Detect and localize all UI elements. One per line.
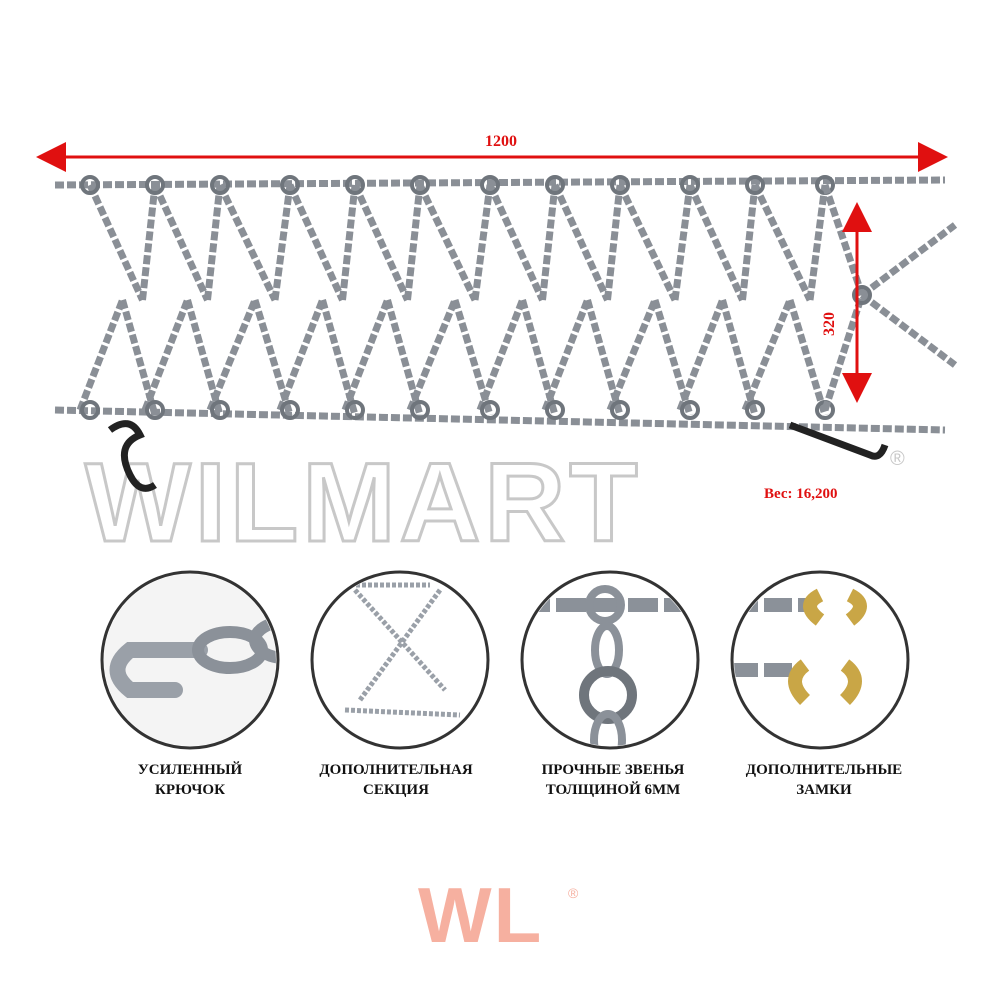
detail-links [524, 574, 696, 746]
chain-ring [680, 400, 700, 420]
length-label: 1200 [485, 133, 517, 150]
chain-segment [541, 298, 591, 412]
logo-registered: ® [568, 885, 579, 901]
chain-segment [604, 184, 624, 301]
chain-segment [139, 184, 159, 301]
chain-ring [345, 400, 365, 420]
chain-segment [551, 183, 611, 302]
chain-ring [210, 400, 230, 420]
chain-segment [751, 183, 814, 302]
chain-segment [416, 183, 479, 302]
chain-ring [610, 400, 630, 420]
height-label: 320 [821, 312, 838, 336]
feature-caption-locks: ДОПОЛНИТЕЛЬНЫЕ ЗАМКИ [724, 760, 924, 800]
watermark-registered: ® [890, 448, 905, 470]
chain-ring [680, 175, 700, 195]
chain-segment [859, 222, 958, 298]
chain-segment [204, 184, 224, 301]
chain-segment [216, 183, 279, 302]
chain-ring [410, 175, 430, 195]
detail-circle-2 [310, 570, 490, 750]
chain-ring [480, 400, 500, 420]
chain-segment [739, 184, 759, 301]
chain-segment [286, 183, 346, 302]
chain-ring [545, 175, 565, 195]
detail-circle-1 [100, 570, 280, 750]
chain-segment [476, 298, 526, 412]
chain-ring [280, 400, 300, 420]
chain-segment [859, 292, 958, 368]
chain-ring [545, 400, 565, 420]
feature-caption-section: ДОПОЛНИТЕЛЬНАЯ СЕКЦИЯ [296, 760, 496, 800]
chain-ring [410, 400, 430, 420]
detail-section [314, 574, 486, 746]
chain-ring [745, 400, 765, 420]
chain-segment [806, 184, 829, 301]
chain-segment [54, 176, 946, 189]
chain-segment [54, 406, 946, 434]
chain-segment [404, 184, 424, 301]
chain-segment [686, 183, 746, 302]
chain-segment [276, 298, 326, 412]
brand-logo: WL [418, 871, 544, 959]
caption-line: ПРОЧНЫЕ ЗВЕНЬЯ [541, 762, 685, 778]
chain-segment [351, 183, 411, 302]
chain-segment [741, 298, 794, 412]
chain-segment [206, 298, 259, 412]
watermark: WILMART [84, 439, 642, 567]
chain-segment [341, 298, 391, 412]
chain-ring [210, 175, 230, 195]
caption-line: УСИЛЕННЫЙ [137, 762, 243, 778]
chain-segment [271, 184, 294, 301]
tensioner-strap-right [788, 421, 889, 460]
caption-line: ЗАМКИ [796, 782, 852, 798]
tire-chain [54, 175, 958, 434]
chain-segment [539, 184, 559, 301]
chain-segment [676, 298, 726, 412]
caption-line: СЕКЦИЯ [363, 782, 429, 798]
chain-ring [145, 175, 165, 195]
caption-line: ДОПОЛНИТЕЛЬНЫЕ [745, 762, 903, 778]
chain-segment [616, 183, 679, 302]
caption-line: ТОЛЩИНОЙ 6ММ [545, 782, 681, 798]
chain-ring [280, 175, 300, 195]
chain-segment [339, 184, 359, 301]
chain-segment [786, 298, 829, 417]
chain-segment [141, 298, 191, 412]
chain-ring [745, 175, 765, 195]
chain-segment [151, 183, 211, 302]
feature-caption-links: ПРОЧНЫЕ ЗВЕНЬЯ ТОЛЩИНОЙ 6ММ [513, 760, 713, 800]
chain-ring [145, 400, 165, 420]
weight-label: Вес: 16,200 [764, 486, 838, 502]
detail-circle-4 [730, 570, 910, 750]
tensioner-hook-left [107, 420, 157, 492]
chain-segment [86, 183, 146, 302]
chain-segment [76, 298, 126, 412]
chain-segment [486, 183, 546, 302]
detail-circle-3 [520, 570, 700, 750]
detail-hook [104, 574, 276, 746]
chain-ring [80, 175, 100, 195]
chain-segment [406, 298, 459, 412]
caption-line: ДОПОЛНИТЕЛЬНАЯ [319, 762, 473, 778]
feature-caption-hook: УСИЛЕННЫЙ КРЮЧОК [90, 760, 290, 800]
chain-ring [610, 175, 630, 195]
chain-segment [606, 298, 659, 412]
chain-ring [345, 175, 365, 195]
chain-ring [80, 400, 100, 420]
chain-ring [480, 175, 500, 195]
chain-segment [671, 184, 694, 301]
chain-segment [471, 184, 494, 301]
caption-line: КРЮЧОК [155, 782, 225, 798]
